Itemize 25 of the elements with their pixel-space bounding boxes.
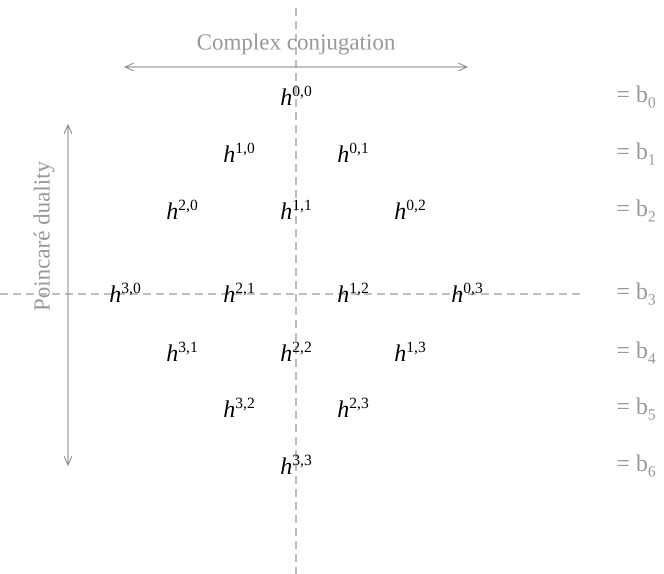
betti-number-label: = b$_{5}$ <box>616 394 656 424</box>
betti-number-label: = b$_{2}$ <box>616 196 656 226</box>
hodge-number: h$^{1,0}$ <box>223 141 255 167</box>
hodge-number: h$^{0,2}$ <box>394 198 426 224</box>
hodge-number: h$^{3,0}$ <box>109 281 141 307</box>
betti-number-label: = b$_{4}$ <box>616 338 656 368</box>
hodge-number: h$^{3,3}$ <box>280 453 312 479</box>
betti-number-label: = b$_{3}$ <box>616 280 656 308</box>
hodge-number: h$^{2,0}$ <box>166 198 198 224</box>
hodge-number: h$^{3,2}$ <box>223 396 255 422</box>
hodge-number: h$^{1,3}$ <box>394 340 426 366</box>
betti-number-label: = b$_{0}$ <box>616 82 656 112</box>
betti-number-label: = b$_{1}$ <box>616 140 656 168</box>
hodge-number: h$^{2,2}$ <box>280 340 312 366</box>
axis-label: Complex conjugation <box>196 30 396 54</box>
hodge-number: h$^{1,1}$ <box>280 198 312 224</box>
hodge-number: h$^{1,2}$ <box>337 281 369 307</box>
axis-label: Poincaré duality <box>30 160 54 312</box>
hodge-number: h$^{2,1}$ <box>223 281 255 307</box>
hodge-number: h$^{0,1}$ <box>337 141 369 167</box>
hodge-number: h$^{0,0}$ <box>280 84 312 110</box>
betti-number-label: = b$_{6}$ <box>616 452 656 480</box>
hodge-number: h$^{3,1}$ <box>166 340 198 366</box>
hodge-number: h$^{2,3}$ <box>337 396 369 422</box>
hodge-number: h$^{0,3}$ <box>451 281 483 307</box>
